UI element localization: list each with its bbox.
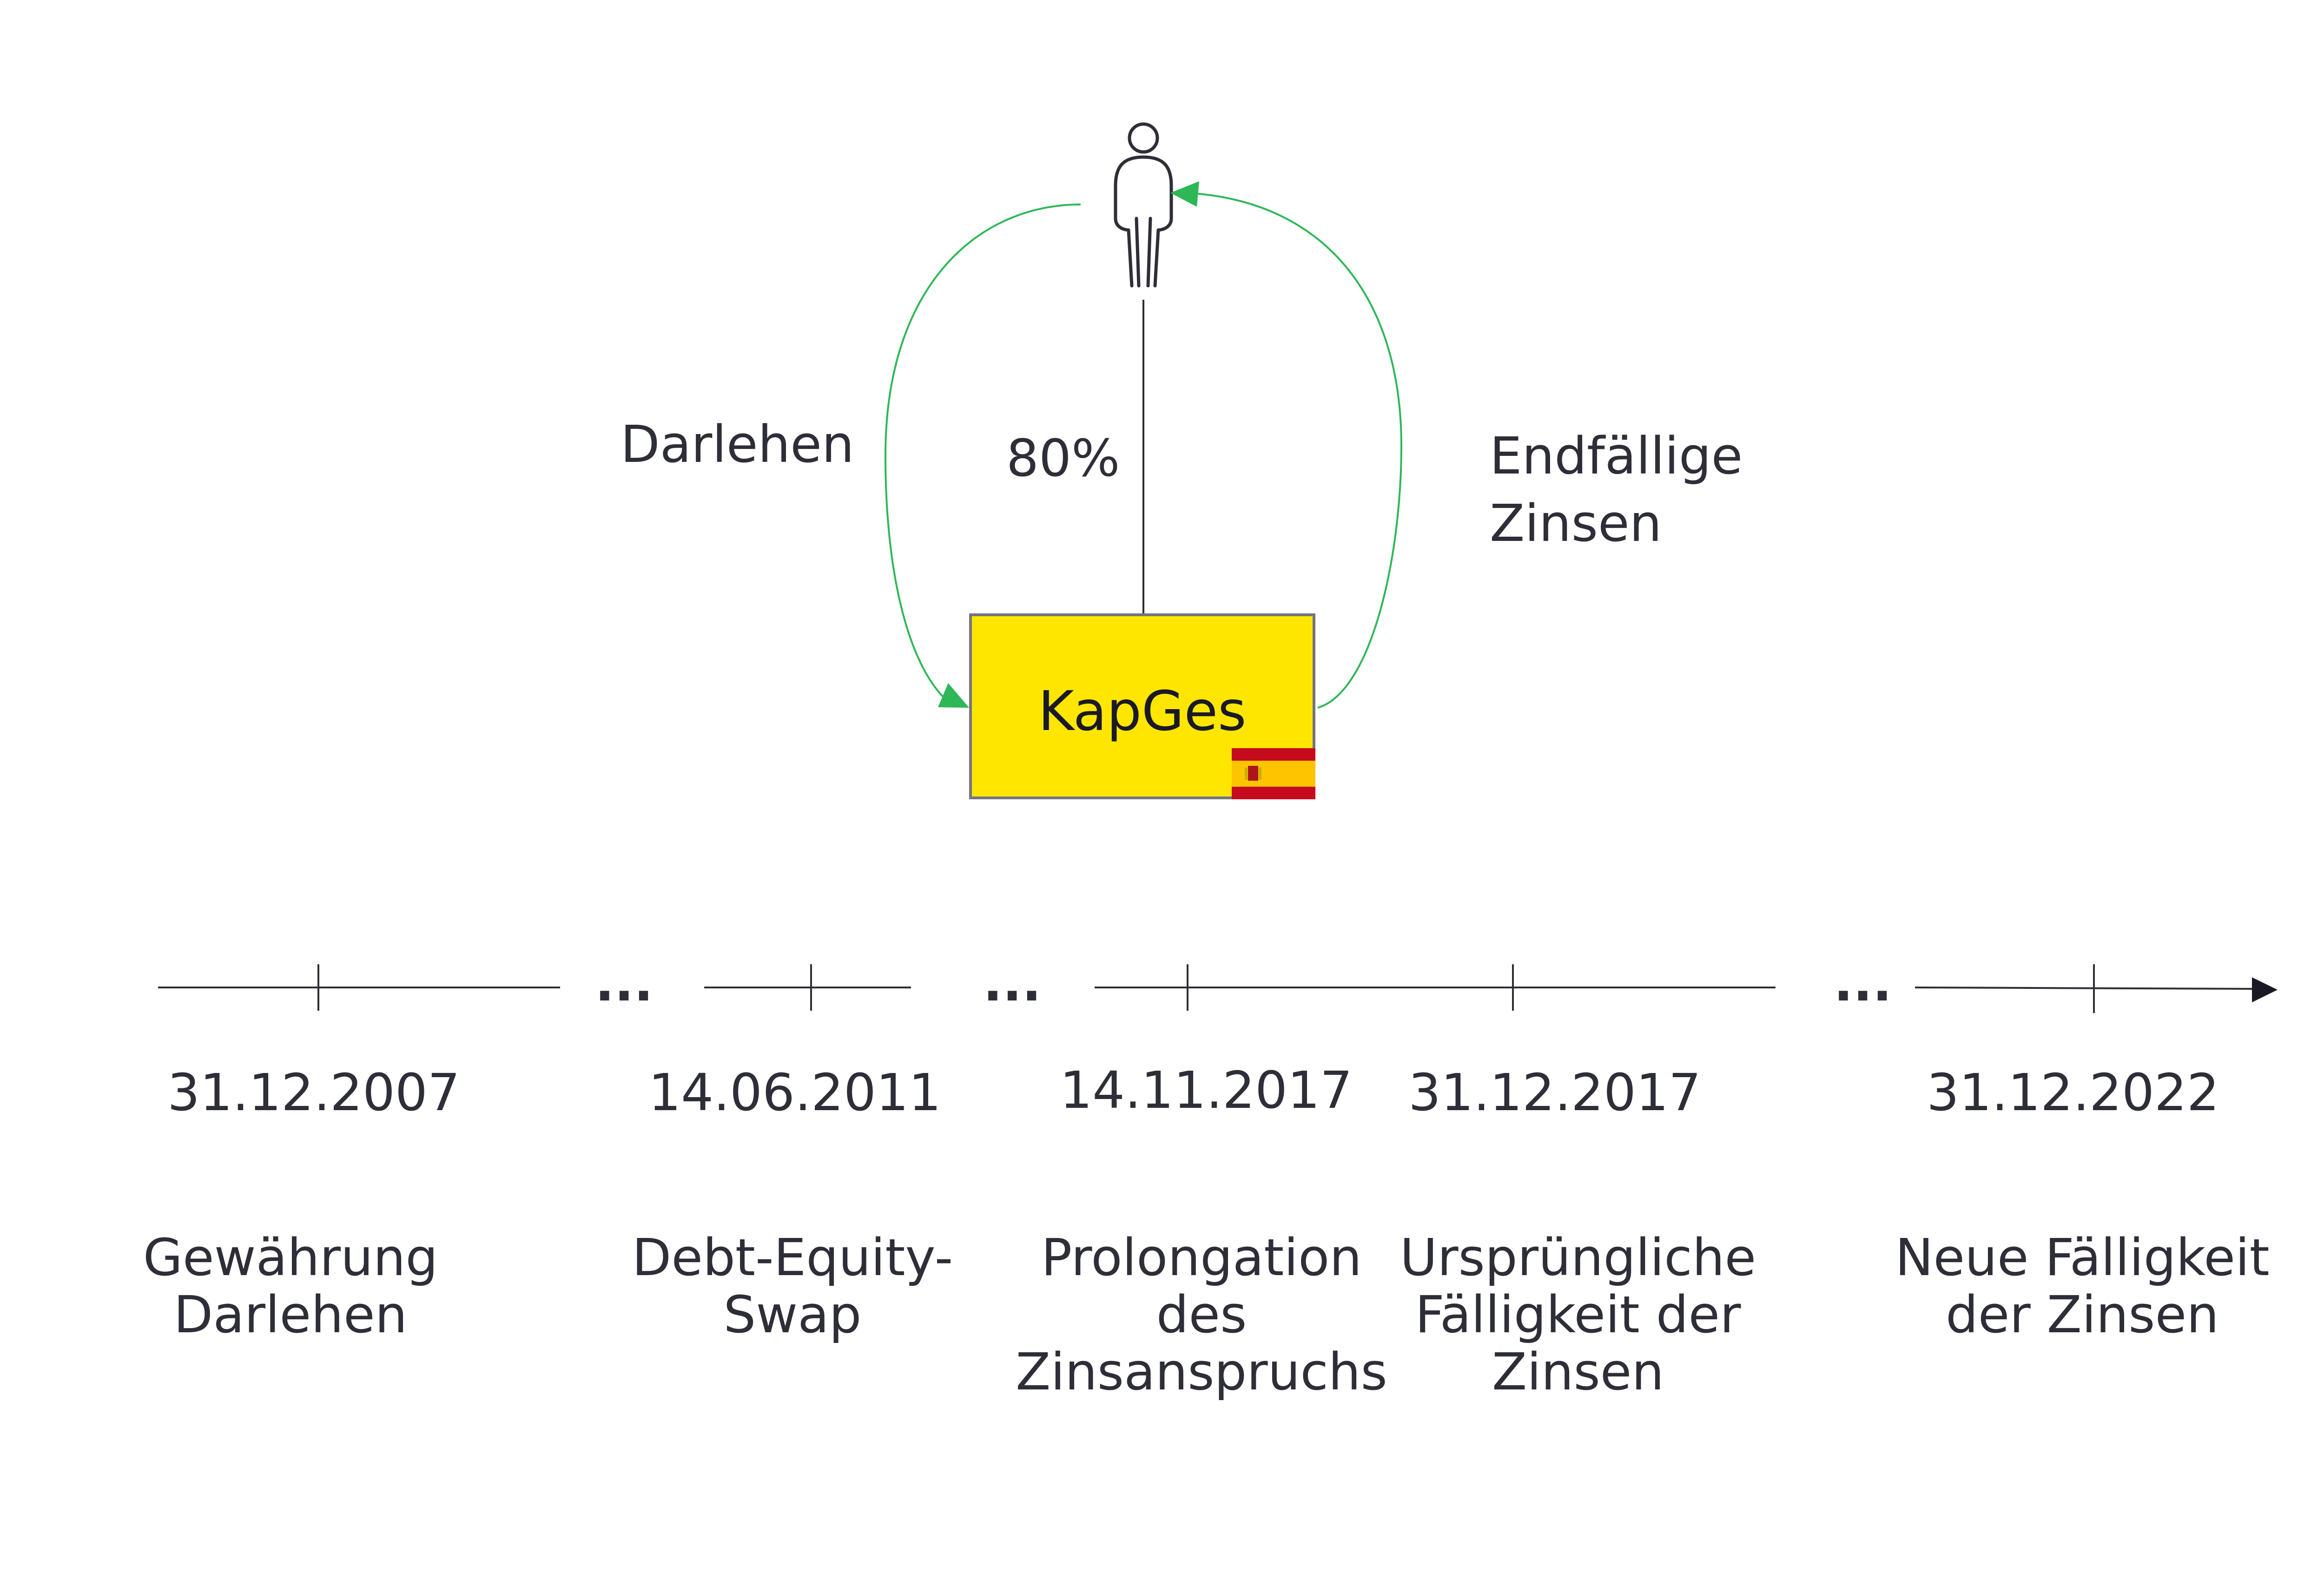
timeline-ellipsis-2: ...	[983, 953, 1042, 1013]
entity-label: KapGes	[1038, 679, 1247, 743]
spain-flag-icon	[1232, 748, 1315, 799]
person-icon	[1114, 122, 1173, 288]
event-description: Prolongation des Zinsanspruchs	[1016, 1228, 1387, 1402]
interest-label-line2: Zinsen	[1490, 494, 1662, 553]
entity-box: KapGes	[969, 613, 1315, 799]
timeline-arrowhead	[2252, 977, 2278, 1002]
interest-label-line1: Endfällige	[1490, 426, 1743, 486]
event-description: Debt-Equity- Swap	[632, 1228, 953, 1345]
event-date: 14.06.2011	[648, 1063, 941, 1122]
event-description: Gewährung Darlehen	[143, 1228, 438, 1345]
interest-flow-arrow	[1185, 192, 1403, 709]
loan-arrowhead	[938, 683, 969, 708]
interest-arrowhead	[1170, 181, 1199, 207]
timeline-axis	[158, 964, 2259, 1013]
event-date: 14.11.2017	[1060, 1060, 1353, 1120]
timeline-ellipsis-3: ...	[1834, 953, 1892, 1013]
event-date: 31.12.2007	[167, 1063, 460, 1122]
loan-flow-arrow	[884, 204, 1081, 703]
event-description: Ursprüngliche Fälligkeit der Zinsen	[1400, 1228, 1756, 1402]
loan-label: Darlehen	[621, 415, 854, 474]
event-date: 31.12.2022	[1927, 1063, 2219, 1122]
event-description: Neue Fälligkeit der Zinsen	[1895, 1228, 2270, 1345]
timeline-ellipsis-1: ...	[595, 953, 654, 1013]
ownership-label: 80%	[1006, 428, 1120, 488]
event-date: 31.12.2017	[1408, 1063, 1701, 1122]
